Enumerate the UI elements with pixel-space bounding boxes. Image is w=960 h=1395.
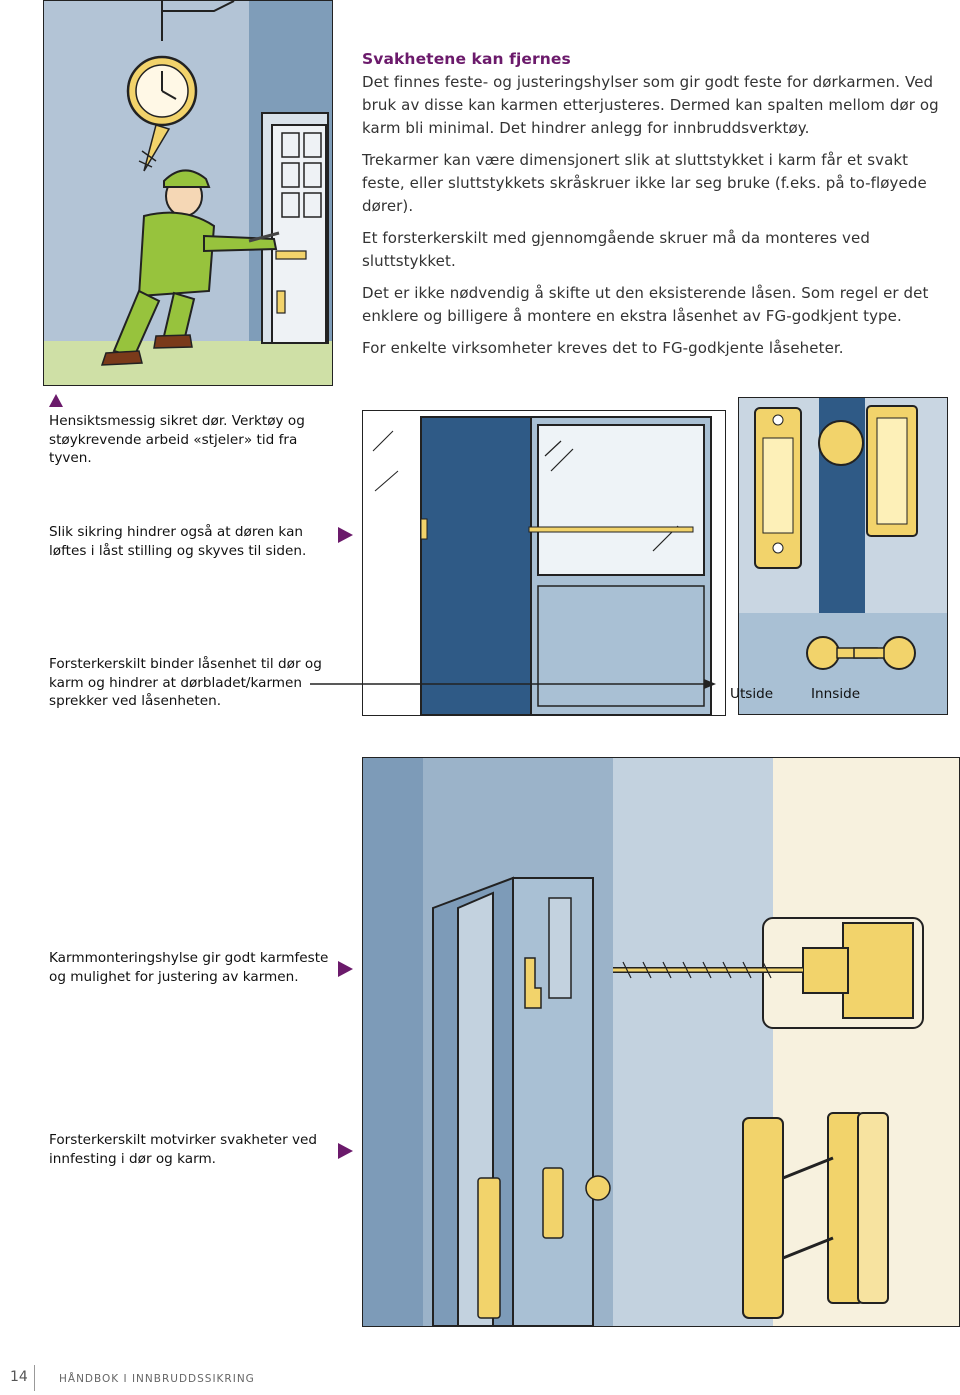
main-text: Svakhetene kan fjernes Det finnes feste-… (362, 48, 947, 369)
caption-reinforcement-plate: Forsterkerskilt binder låsenhet til dør … (49, 656, 322, 709)
footer-divider (34, 1365, 35, 1391)
label-outside: Utside (730, 686, 774, 702)
page-number: 14 (10, 1369, 28, 1385)
triangle-right-icon (338, 961, 353, 977)
pointer-arrow (310, 679, 716, 689)
paragraph-1: Det finnes feste- og justeringshylser so… (362, 73, 939, 137)
caption-reinforcement-counteracts: Forsterkerskilt motvirker svakheter ved … (49, 1132, 318, 1167)
triangle-right-icon (338, 527, 353, 543)
lock-parts-illustration (738, 397, 948, 715)
triangle-right-icon (338, 1143, 353, 1159)
caption-frame-sleeve: Karmmonteringshylse gir godt karmfeste o… (49, 950, 329, 985)
section-heading: Svakhetene kan fjernes (362, 50, 571, 68)
sliding-door-illustration (362, 410, 726, 716)
frame-detail-illustration (362, 757, 960, 1327)
label-inside: Innside (811, 686, 861, 702)
paragraph-2: Trekarmer kan være dimensjonert slik at … (362, 151, 927, 215)
triangle-up-icon (49, 394, 63, 407)
footer-title: HÅNDBOK I INNBRUDDSSIKRING (59, 1373, 255, 1385)
caption-secured-door: Hensiktsmessig sikret dør. Verktøy og st… (49, 413, 305, 466)
burglar-illustration (43, 0, 333, 386)
paragraph-4: Det er ikke nødvendig å skifte ut den ek… (362, 284, 929, 325)
caption-lift-prevention: Slik sikring hindrer også at døren kan l… (49, 524, 307, 559)
paragraph-3: Et forsterkerskilt med gjennomgående skr… (362, 229, 870, 270)
paragraph-5: For enkelte virksomheter kreves det to F… (362, 339, 844, 357)
